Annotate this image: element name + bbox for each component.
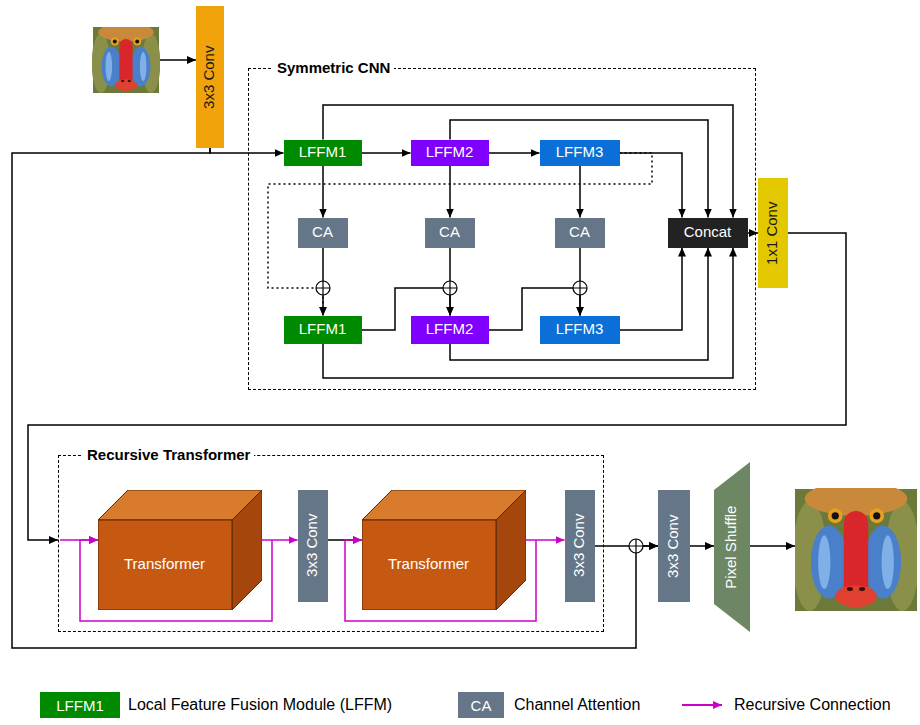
input-arrow <box>160 59 196 61</box>
legend-text: Local Feature Fusion Module (LFFM) <box>128 696 392 713</box>
cube-shape <box>98 490 262 610</box>
cube-shape <box>362 490 526 610</box>
lffm-block: LFFM3 <box>540 140 620 166</box>
conv-block: 3x3 Conv <box>565 490 595 602</box>
connector <box>449 166 451 218</box>
lffm-block: LFFM3 <box>540 316 620 344</box>
output-arrow <box>750 545 795 547</box>
connector <box>322 166 324 218</box>
block-label: LFFM3 <box>556 321 604 338</box>
legend-text: Recursive Connection <box>734 696 891 713</box>
block-label: Transformer <box>124 556 205 573</box>
lffm-block: LFFM1 <box>284 316 362 344</box>
input-image <box>92 23 161 93</box>
connector <box>579 166 581 218</box>
swatch-label: LFFM1 <box>56 697 104 714</box>
block-label: LFFM1 <box>299 144 347 161</box>
group-title: Recursive Transformer <box>83 447 254 464</box>
pixel-shuffle-block: Pixel Shuffle <box>714 462 750 632</box>
connector <box>450 120 708 218</box>
recursive-connector <box>526 539 565 541</box>
cube-front <box>362 520 496 610</box>
sum-symbol <box>629 539 643 553</box>
connector <box>489 152 540 154</box>
legend-swatch: LFFM1 <box>40 692 120 718</box>
block-label: LFFM3 <box>556 144 604 161</box>
group-title: Symmetric CNN <box>273 60 394 77</box>
block-label: LFFM2 <box>426 321 474 338</box>
block-label: LFFM1 <box>299 321 347 338</box>
block-label: 1x1 Conv <box>765 201 782 264</box>
sum-symbol <box>573 281 587 295</box>
legend-item: Channel Attention <box>514 696 640 714</box>
block-label: 3x3 Conv <box>304 514 321 577</box>
lffm-block: LFFM1 <box>284 140 362 166</box>
transformer-block: Transformer <box>98 490 262 610</box>
connector <box>12 148 658 648</box>
cube-front <box>98 520 232 610</box>
connector <box>690 545 714 547</box>
connector <box>210 148 284 153</box>
block-label: Concat <box>684 224 732 241</box>
swatch-label: CA <box>471 697 492 714</box>
connector <box>323 248 733 379</box>
connector <box>620 248 683 331</box>
conv-block: 3x3 Conv <box>658 490 690 602</box>
sum-symbol <box>443 281 457 295</box>
connector <box>620 153 683 218</box>
connector <box>450 248 708 361</box>
legend-arrow <box>682 704 722 706</box>
module-group: Symmetric CNNLFFM1LFFM2LFFM3CACACALFFM1L… <box>248 68 756 390</box>
transformer-block: Transformer <box>362 490 526 610</box>
conv-block: 3x3 Conv <box>298 490 328 602</box>
block-label: CA <box>312 224 333 241</box>
recursive-connector <box>262 539 298 541</box>
attention-block: CA <box>555 218 605 248</box>
cube-side <box>496 490 526 610</box>
connector <box>268 153 652 316</box>
concat-block: Concat <box>668 218 748 248</box>
legend-swatch: CA <box>458 692 504 718</box>
connector <box>748 232 759 234</box>
conv-block: 1x1 Conv <box>758 178 788 288</box>
legend-item: Local Feature Fusion Module (LFFM) <box>128 696 392 714</box>
sum-symbol <box>316 281 330 295</box>
attention-block: CA <box>425 218 475 248</box>
connector <box>362 152 411 154</box>
attention-block: CA <box>298 218 348 248</box>
connector <box>323 105 733 218</box>
block-label: 3x3 Conv <box>666 514 683 577</box>
trapezoid-fill <box>714 462 750 632</box>
legend-text: Channel Attention <box>514 696 640 713</box>
block-label: Pixel Shuffle <box>724 505 741 588</box>
module-group: Recursive TransformerTransformer3x3 Conv… <box>58 455 604 632</box>
block-label: Transformer <box>388 556 469 573</box>
lffm-block: LFFM2 <box>411 140 489 166</box>
block-label: LFFM2 <box>426 144 474 161</box>
legend-item: Recursive Connection <box>734 696 891 714</box>
block-label: CA <box>569 224 590 241</box>
block-label: 3x3 Conv <box>202 45 219 108</box>
output-image <box>793 482 920 611</box>
lffm-block: LFFM2 <box>411 316 489 344</box>
cube-side <box>232 490 262 610</box>
block-label: 3x3 Conv <box>571 514 588 577</box>
block-label: CA <box>439 224 460 241</box>
conv-block: 3x3 Conv <box>196 6 224 148</box>
